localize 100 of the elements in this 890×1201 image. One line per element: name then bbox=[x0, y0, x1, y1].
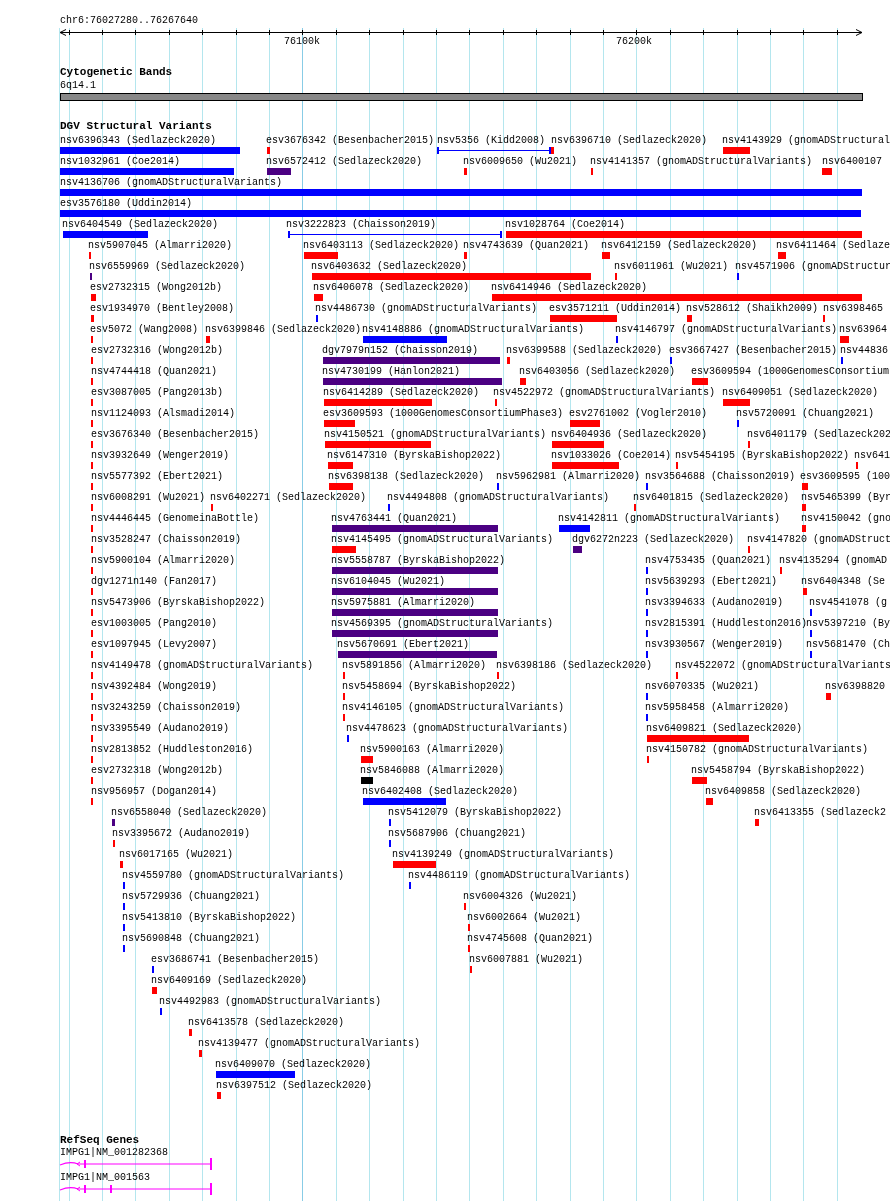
variant-label: nsv6004326 (Wu2021) bbox=[463, 891, 578, 903]
gene-label: IMPG1|NM_001563 bbox=[60, 1172, 150, 1184]
variant-label: nsv6558040 (Sedlazeck2020) bbox=[111, 807, 268, 819]
variant-label: nsv5900104 (Almarri2020) bbox=[91, 555, 236, 567]
variant-label: esv3571211 (Uddin2014) bbox=[549, 303, 682, 315]
variant-label: nsv4446445 (GenomeinaBottle) bbox=[91, 513, 260, 525]
variant-label: nsv6396710 (Sedlazeck2020) bbox=[551, 135, 708, 147]
variant-label: esv1003005 (Pang2010) bbox=[91, 618, 218, 630]
variant-label: nsv1124093 (Alsmadi2014) bbox=[91, 408, 236, 420]
variant-label: nsv4146797 (gnomADStructuralVariants) bbox=[615, 324, 838, 336]
variant-label: nsv4486730 (gnomADStructuralVariants) bbox=[315, 303, 538, 315]
variant-label: nsv6404348 (Se bbox=[801, 576, 885, 588]
variant-label: nsv4139477 (gnomADStructuralVariants) bbox=[198, 1038, 421, 1050]
variant-label: nsv6008291 (Wu2021) bbox=[91, 492, 206, 504]
variant-label: nsv6009650 (Wu2021) bbox=[463, 156, 578, 168]
variant-label: nsv6409051 (Sedlazeck2020) bbox=[722, 387, 879, 399]
variant-label: nsv4478623 (gnomADStructuralVariants) bbox=[346, 723, 569, 735]
variant-label: nsv2813852 (Huddleston2016) bbox=[91, 744, 254, 756]
variant-label: nsv4559780 (gnomADStructuralVariants) bbox=[122, 870, 345, 882]
variant-label: nsv6403056 (Sedlazeck2020) bbox=[519, 366, 676, 378]
variant-label: nsv956957 (Dogan2014) bbox=[91, 786, 218, 798]
variant-label: nsv6414946 (Sedlazeck2020) bbox=[491, 282, 648, 294]
variant-label: nsv4150782 (gnomADStructuralVariants) bbox=[646, 744, 869, 756]
variant-label: nsv6396343 (Sedlazeck2020) bbox=[60, 135, 217, 147]
variant-label: nsv5412079 (ByrskaBishop2022) bbox=[388, 807, 563, 819]
variant-label: nsv5962981 (Almarri2020) bbox=[496, 471, 641, 483]
variant-label: nsv6400107 bbox=[822, 156, 882, 168]
variant-label: nsv4142811 (gnomADStructuralVariants) bbox=[558, 513, 781, 525]
variant-label: nsv3528247 (Chaisson2019) bbox=[91, 534, 242, 546]
variant-label: nsv2815391 (Huddleston2016) bbox=[645, 618, 808, 630]
variant-label: nsv4730199 (Hanlon2021) bbox=[322, 366, 461, 378]
variant-label: nsv6398820 bbox=[825, 681, 885, 693]
variant-label: nsv5465399 (Byr bbox=[801, 492, 890, 504]
variant-label: nsv6399846 (Sedlazeck2020) bbox=[205, 324, 362, 336]
variant-label: nsv4522072 (gnomADStructuralVariants bbox=[675, 660, 890, 672]
variant-label: esv3087005 (Pang2013b) bbox=[91, 387, 224, 399]
variant-label: nsv6147310 (ByrskaBishop2022) bbox=[327, 450, 502, 462]
variant-label: nsv6409858 (Sedlazeck2020) bbox=[705, 786, 862, 798]
variant-label: nsv5846088 (Almarri2020) bbox=[360, 765, 505, 777]
variant-label: nsv3395672 (Audano2019) bbox=[112, 828, 251, 840]
variant-label: nsv5729936 (Chuang2021) bbox=[122, 891, 261, 903]
variant-label: nsv6559969 (Sedlazeck2020) bbox=[89, 261, 246, 273]
variant-label: nsv6404549 (Sedlazeck2020) bbox=[62, 219, 219, 231]
variant-label: nsv1033026 (Coe2014) bbox=[551, 450, 672, 462]
variant-label: nsv4146105 (gnomADStructuralVariants) bbox=[342, 702, 565, 714]
variant-label: nsv5720091 (Chuang2021) bbox=[736, 408, 875, 420]
variant-label: esv2761002 (Vogler2010) bbox=[569, 408, 708, 420]
gene-label: IMPG1|NM_001282368 bbox=[60, 1147, 169, 1159]
variant-label: esv3686741 (Besenbacher2015) bbox=[151, 954, 320, 966]
variant-label: nsv4141357 (gnomADStructuralVariants) bbox=[590, 156, 813, 168]
variant-label: nsv528612 (Shaikh2009) bbox=[686, 303, 819, 315]
variant-label: esv3676340 (Besenbacher2015) bbox=[91, 429, 260, 441]
variant-label: nsv4763441 (Quan2021) bbox=[331, 513, 458, 525]
variant-label: nsv4150042 (gno bbox=[801, 513, 890, 525]
variant-label: nsv3394633 (Audano2019) bbox=[645, 597, 784, 609]
variant-label: nsv6397512 (Sedlazeck2020) bbox=[216, 1080, 373, 1092]
variant-label: esv3676342 (Besenbacher2015) bbox=[266, 135, 435, 147]
variant-label: dgv6272n223 (Sedlazeck2020) bbox=[572, 534, 735, 546]
tick-label: 76200k bbox=[616, 36, 652, 48]
variant-label: esv1097945 (Levy2007) bbox=[91, 639, 218, 651]
variant-label: nsv6406078 (Sedlazeck2020) bbox=[313, 282, 470, 294]
track-title: Cytogenetic Bands bbox=[60, 66, 173, 78]
variant-label: nsv3932649 (Wenger2019) bbox=[91, 450, 230, 462]
variant-label: nsv5891856 (Almarri2020) bbox=[342, 660, 487, 672]
variant-label: nsv4541078 (g bbox=[809, 597, 887, 609]
variant-label: nsv4522972 (gnomADStructuralVariants) bbox=[493, 387, 716, 399]
variant-label: esv3609593 (1000GenomesConsortiumPhase3) bbox=[323, 408, 564, 420]
variant-label: nsv5458694 (ByrskaBishop2022) bbox=[342, 681, 517, 693]
variant-label: nsv6414289 (Sedlazeck2020) bbox=[323, 387, 480, 399]
variant-label: nsv4136706 (gnomADStructuralVariants) bbox=[60, 177, 283, 189]
variant-label: nsv5907045 (Almarri2020) bbox=[88, 240, 233, 252]
variant-label: nsv4145495 (gnomADStructuralVariants) bbox=[331, 534, 554, 546]
variant-label: nsv6411464 (Sedlaze bbox=[776, 240, 890, 252]
variant-label: nsv4569395 (gnomADStructuralVariants) bbox=[331, 618, 554, 630]
variant-label: nsv6409821 (Sedlazeck2020) bbox=[646, 723, 803, 735]
variant-label: nsv5577392 (Ebert2021) bbox=[91, 471, 224, 483]
variant-label: nsv3395549 (Audano2019) bbox=[91, 723, 230, 735]
variant-label: nsv1032961 (Coe2014) bbox=[60, 156, 181, 168]
variant-label: nsv6409070 (Sedlazeck2020) bbox=[215, 1059, 372, 1071]
variant-label: nsv5458794 (ByrskaBishop2022) bbox=[691, 765, 866, 777]
variant-label: nsv63964 bbox=[839, 324, 887, 336]
variant-label: nsv5558787 (ByrskaBishop2022) bbox=[331, 555, 506, 567]
variant-label: nsv6399588 (Sedlazeck2020) bbox=[506, 345, 663, 357]
variant-label: nsv4744418 (Quan2021) bbox=[91, 366, 218, 378]
variant-label: nsv6401179 (Sedlazeck202 bbox=[747, 429, 890, 441]
variant-label: dgv7979n152 (Chaisson2019) bbox=[322, 345, 479, 357]
variant-label: nsv6017165 (Wu2021) bbox=[119, 849, 234, 861]
variant-label: nsv4571906 (gnomADStructur bbox=[735, 261, 890, 273]
variant-label: esv3609594 (1000GenomesConsortium bbox=[691, 366, 890, 378]
variant-label: nsv4753435 (Quan2021) bbox=[645, 555, 772, 567]
variant-label: nsv641 bbox=[854, 450, 890, 462]
variant-label: esv3576180 (Uddin2014) bbox=[60, 198, 193, 210]
variant-label: esv3667427 (Besenbacher2015) bbox=[669, 345, 838, 357]
variant-label: nsv6402271 (Sedlazeck2020) bbox=[210, 492, 367, 504]
variant-label: nsv4745608 (Quan2021) bbox=[467, 933, 594, 945]
variant-label: nsv3222823 (Chaisson2019) bbox=[286, 219, 437, 231]
band-label: 6q14.1 bbox=[60, 80, 96, 92]
variant-label: nsv4494808 (gnomADStructuralVariants) bbox=[387, 492, 610, 504]
variant-label: nsv6403113 (Sedlazeck2020) bbox=[303, 240, 460, 252]
variant-label: nsv5454195 (ByrskaBishop2022) bbox=[675, 450, 850, 462]
